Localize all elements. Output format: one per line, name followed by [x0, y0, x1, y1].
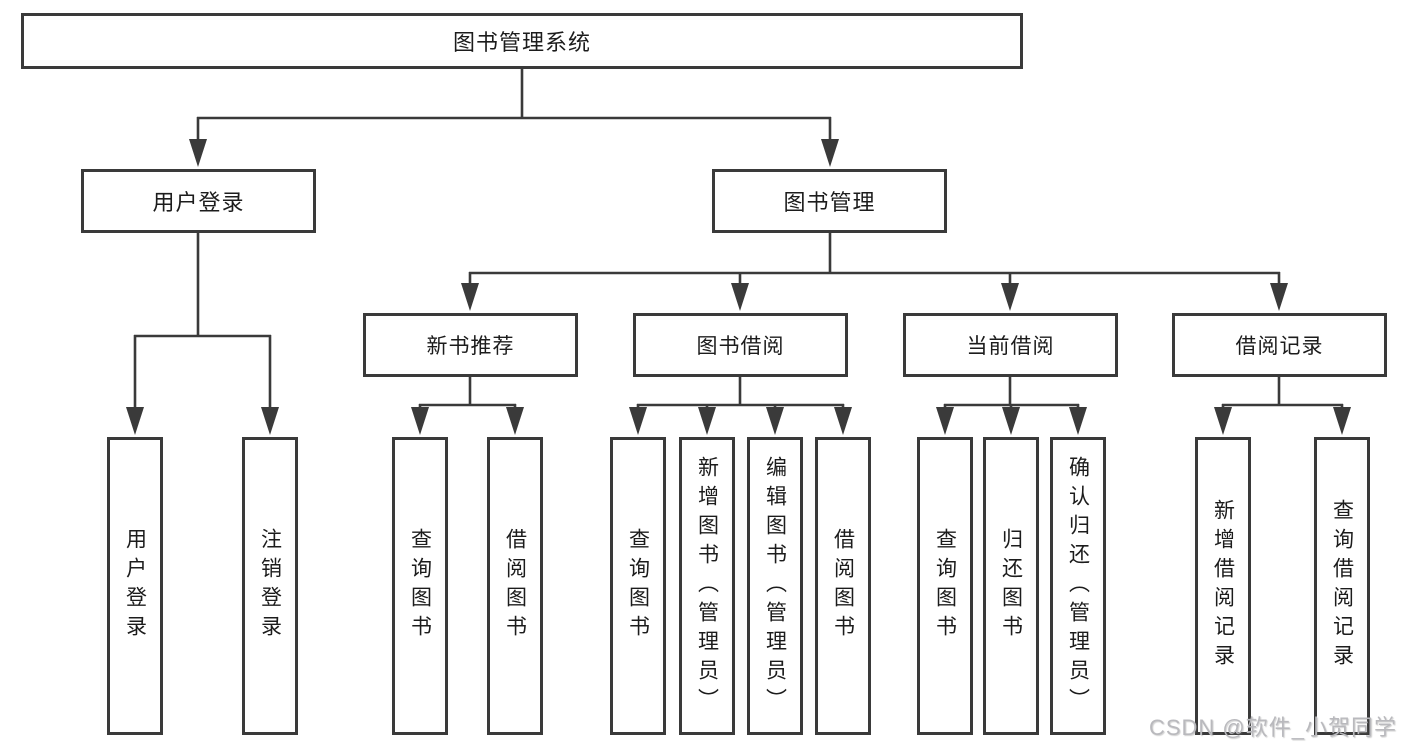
leaf-confirm-return-admin: 确认归还（管理员） [1050, 437, 1106, 735]
node-root-label: 图书管理系统 [452, 30, 591, 55]
leaf-add-borrow-record-label: 新增借阅记录 [1211, 499, 1235, 673]
leaf-user-login: 用户登录 [107, 437, 163, 735]
node-user-login-label: 用户登录 [152, 190, 245, 215]
node-new-book-recommend: 新书推荐 [363, 313, 578, 377]
node-borrow-records-label: 借阅记录 [1235, 335, 1324, 358]
leaf-query-borrow-record-label: 查询借阅记录 [1330, 499, 1354, 673]
leaf-borrow-books-label: 借阅图书 [831, 528, 855, 644]
leaf-return-books-label: 归还图书 [999, 528, 1023, 644]
node-current-borrow-label: 当前借阅 [966, 335, 1055, 358]
node-user-login: 用户登录 [81, 169, 316, 233]
leaf-borrow-books: 借阅图书 [487, 437, 543, 735]
leaf-add-books-admin: 新增图书（管理员） [679, 437, 735, 735]
leaf-query-borrow-record: 查询借阅记录 [1314, 437, 1370, 735]
node-borrow-records: 借阅记录 [1172, 313, 1387, 377]
leaf-query-books: 查询图书 [610, 437, 666, 735]
leaf-borrow-books: 借阅图书 [815, 437, 871, 735]
node-root: 图书管理系统 [21, 13, 1023, 69]
leaf-query-books-label: 查询图书 [408, 528, 432, 644]
node-current-borrow: 当前借阅 [903, 313, 1118, 377]
node-book-borrow-label: 图书借阅 [696, 335, 785, 358]
leaf-edit-books-admin: 编辑图书（管理员） [747, 437, 803, 735]
node-book-management-label: 图书管理 [783, 190, 876, 215]
leaf-logout-login: 注销登录 [242, 437, 298, 735]
leaf-edit-books-admin-label: 编辑图书（管理员） [763, 455, 787, 717]
leaf-query-books-label: 查询图书 [626, 528, 650, 644]
node-new-book-recommend-label: 新书推荐 [426, 335, 515, 358]
node-book-borrow: 图书借阅 [633, 313, 848, 377]
leaf-query-books: 查询图书 [917, 437, 973, 735]
leaf-user-login-label: 用户登录 [123, 528, 147, 644]
leaf-logout-login-label: 注销登录 [258, 528, 282, 644]
leaf-borrow-books-label: 借阅图书 [503, 528, 527, 644]
leaf-add-books-admin-label: 新增图书（管理员） [695, 455, 719, 717]
leaf-add-borrow-record: 新增借阅记录 [1195, 437, 1251, 735]
leaf-query-books-label: 查询图书 [933, 528, 957, 644]
leaf-confirm-return-admin-label: 确认归还（管理员） [1066, 455, 1090, 717]
arrowheads [126, 139, 1351, 435]
csdn-watermark: CSDN @软件_小贺同学 [1148, 715, 1397, 740]
leaf-return-books: 归还图书 [983, 437, 1039, 735]
node-book-management: 图书管理 [712, 169, 947, 233]
leaf-query-books: 查询图书 [392, 437, 448, 735]
